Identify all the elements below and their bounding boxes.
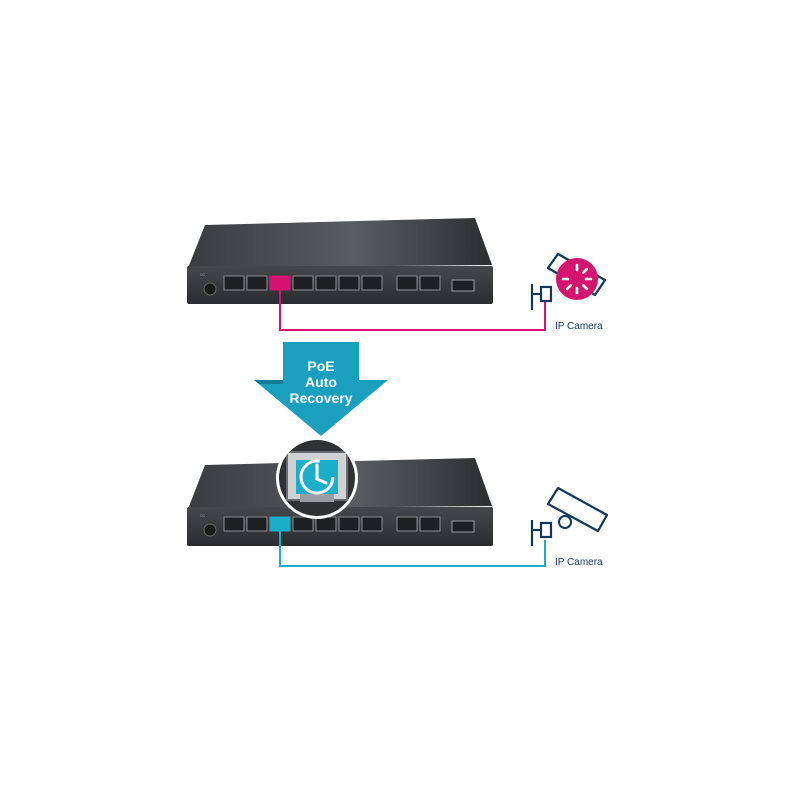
power-label: DC (200, 514, 206, 518)
switch-top-lid (188, 218, 492, 268)
ethernet-port-fault (269, 275, 291, 291)
power-jack (203, 282, 217, 296)
arrow-shade (254, 380, 283, 384)
camera-top-label: IP Camera (555, 321, 603, 332)
ethernet-port (419, 516, 441, 532)
port-magnifier (276, 437, 358, 519)
power-restart-icon (299, 459, 335, 495)
arrow-shape (254, 342, 388, 436)
ethernet-port (246, 516, 268, 532)
cable-top-fault (279, 290, 546, 331)
banner-line-1: PoE (307, 358, 334, 374)
camera-bottom-label: IP Camera (555, 557, 603, 568)
ethernet-port (246, 275, 268, 291)
ethernet-port (292, 516, 314, 532)
ethernet-port (315, 516, 337, 532)
sfp-slot (451, 279, 475, 292)
ethernet-port (338, 275, 360, 291)
power-jack (203, 523, 217, 537)
ethernet-port (361, 275, 383, 291)
camera-lens-icon (558, 515, 572, 529)
ethernet-port (292, 275, 314, 291)
recovery-arrow: PoE Auto Recovery (254, 342, 388, 436)
ethernet-port (223, 275, 245, 291)
port-row-top (223, 275, 441, 291)
camera-mount (539, 521, 553, 539)
camera-top: IP Camera (530, 252, 607, 332)
ethernet-port (396, 275, 418, 291)
ethernet-port (315, 275, 337, 291)
ethernet-port (396, 516, 418, 532)
banner-line-3: Recovery (289, 390, 352, 406)
ethernet-port (338, 516, 360, 532)
ethernet-port (361, 516, 383, 532)
port-row-bottom (223, 516, 441, 532)
cable-bottom-ok (279, 531, 546, 567)
ethernet-port (419, 275, 441, 291)
ethernet-port-recovered (269, 516, 291, 532)
power-label: DC (200, 273, 206, 277)
switch-top: DC (187, 218, 493, 304)
camera-mount (539, 285, 553, 303)
camera-body (546, 486, 609, 533)
camera-bottom: IP Camera (530, 486, 609, 568)
sfp-slot (451, 520, 475, 533)
banner-line-2: Auto (305, 374, 337, 390)
loading-spinner-icon (561, 263, 593, 295)
ethernet-port (223, 516, 245, 532)
clock-hands-icon (315, 463, 328, 485)
